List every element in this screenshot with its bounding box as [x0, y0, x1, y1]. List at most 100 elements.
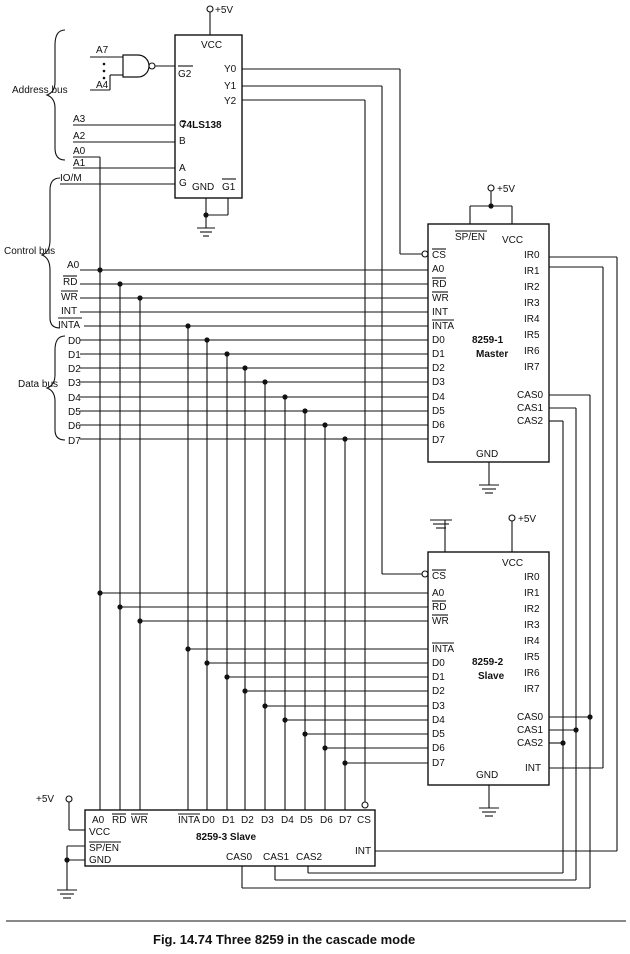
data-line-d4: D4	[68, 393, 81, 404]
data-bus-brace	[45, 335, 66, 441]
slave3-pin-d1: D1	[222, 815, 235, 826]
slave3-pin-d4: D4	[281, 815, 294, 826]
slave2-pin-ir5: IR5	[524, 652, 540, 663]
slave3-pin-cas1: CAS1	[263, 852, 290, 863]
slave2-pin-d7: D7	[432, 758, 445, 769]
master-pin-ir3: IR3	[524, 298, 540, 309]
master-sp-en-pin: SP/EN	[455, 232, 485, 243]
master-pin-ir4: IR4	[524, 314, 540, 325]
master-pin-ir1: IR1	[524, 266, 540, 277]
slave2-pin-ir2: IR2	[524, 604, 540, 615]
data-line-d0: D0	[68, 336, 81, 347]
master-pin-d4: D4	[432, 392, 445, 403]
slave2-pin-ir3: IR3	[524, 620, 540, 631]
slave2-pin-rd: RD	[432, 602, 446, 613]
slave3-pin-int: INT	[355, 846, 371, 857]
slave3-pin-cas0: CAS0	[226, 852, 253, 863]
master-pin-cas2: CAS2	[517, 416, 544, 427]
slave3-pin-sp-en: SP/EN	[89, 843, 119, 854]
slave3-pin-rd: RD	[112, 815, 126, 826]
ctrl-line-int: INT	[61, 306, 77, 317]
slave2-pin-cas1: CAS1	[517, 725, 544, 736]
master-pin-d6: D6	[432, 420, 445, 431]
slave2-role: Slave	[478, 671, 505, 682]
slave2-pin-cas2: CAS2	[517, 738, 544, 749]
address-bus-brace	[45, 29, 66, 161]
data-line-d2: D2	[68, 364, 81, 375]
decoder-vcc-pin: VCC	[201, 40, 222, 51]
addr-line-a0: A0	[73, 146, 86, 157]
slave3-pin-d0: D0	[202, 815, 215, 826]
master-vcc-pin: VCC	[502, 235, 523, 246]
master-pin-ir6: IR6	[524, 346, 540, 357]
slave2-pin-d4: D4	[432, 715, 445, 726]
slave3-pin-gnd: GND	[89, 855, 111, 866]
ctrl-line-inta: INTA	[58, 320, 80, 331]
slave2-chip	[427, 551, 550, 786]
master-pin-a0: A0	[432, 264, 445, 275]
decoder-g1-pin: G1	[222, 182, 236, 193]
slave2-pin-cs: CS	[432, 571, 446, 582]
master-pin-d7: D7	[432, 435, 445, 446]
decoder-name: 74LS138	[181, 120, 222, 131]
ctrl-line-rd: RD	[63, 277, 77, 288]
addr-line-a4: A4	[96, 80, 109, 91]
slave2-pin-ir4: IR4	[524, 636, 540, 647]
slave3-pin-d2: D2	[241, 815, 254, 826]
slave2-pin-inta: INTA	[432, 644, 454, 655]
decoder-b-pin: B	[179, 136, 186, 147]
data-line-d3: D3	[68, 378, 81, 389]
slave2-pin-ir6: IR6	[524, 668, 540, 679]
data-line-d1: D1	[68, 350, 81, 361]
addr-line-a3: A3	[73, 114, 86, 125]
slave2-pin-int: INT	[525, 763, 541, 774]
slave2-pin-ir0: IR0	[524, 572, 540, 583]
slave2-pin-d6: D6	[432, 743, 445, 754]
addr-line-a1: A1	[73, 158, 86, 169]
decoder-y2-pin: Y2	[224, 96, 237, 107]
master-name: 8259-1	[472, 335, 504, 346]
slave2-pin-d3: D3	[432, 701, 445, 712]
master-pin-ir5: IR5	[524, 330, 540, 341]
master-gnd-pin: GND	[476, 449, 498, 460]
master-pin-int: INT	[432, 307, 448, 318]
decoder-g2-pin: G2	[178, 69, 192, 80]
control-bus-label: Control bus	[4, 246, 55, 257]
data-line-d6: D6	[68, 421, 81, 432]
slave3-pin-d7: D7	[339, 815, 352, 826]
decoder-c-pin: C	[179, 119, 186, 130]
master-role: Master	[476, 349, 508, 360]
master-pin-d1: D1	[432, 349, 445, 360]
slave2-pin-d0: D0	[432, 658, 445, 669]
slave3-pin-vcc: VCC	[89, 827, 110, 838]
master-pin-d0: D0	[432, 335, 445, 346]
slave3-pin-d5: D5	[300, 815, 313, 826]
data-line-d5: D5	[68, 407, 81, 418]
slave2-left-pins: CS A0 RD WR INTA D0 D1 D2 D3 D4 D5 D6 D7	[432, 569, 454, 769]
master-pin-cs: CS	[432, 250, 446, 261]
master-chip	[427, 223, 550, 463]
master-pin-rd: RD	[432, 279, 446, 290]
master-right-pins: IR0 IR1 IR2 IR3 IR4 IR5 IR6 IR7 CAS0 CAS…	[517, 250, 544, 427]
slave2-gnd-pin: GND	[476, 770, 498, 781]
slave3-chip	[84, 809, 376, 867]
slave3-pin-d6: D6	[320, 815, 333, 826]
slave2-pin-wr: WR	[432, 616, 449, 627]
master-pin-inta: INTA	[432, 321, 454, 332]
slave3-top-pins: A0 RD WR INTA D0 D1 D2 D3 D4 D5 D6 D7 CS	[92, 813, 371, 826]
figure-caption: Fig. 14.74 Three 8259 in the cascade mod…	[153, 932, 415, 947]
addr-line-a7: A7	[96, 45, 109, 56]
decoder-g-pin: G	[179, 178, 187, 189]
slave3-pin-a0: A0	[92, 815, 105, 826]
addr-line-a2: A2	[73, 131, 86, 142]
slave2-name: 8259-2	[472, 657, 504, 668]
addr-line-io-m: IO/M	[60, 173, 82, 184]
slave3-bottom-pins: CAS0 CAS1 CAS2	[226, 852, 323, 863]
master-pin-wr: WR	[432, 293, 449, 304]
slave3-pin-cs: CS	[357, 815, 371, 826]
slave3-supply: +5V	[36, 794, 54, 805]
master-pin-ir7: IR7	[524, 362, 540, 373]
master-pin-d5: D5	[432, 406, 445, 417]
slave2-pin-d5: D5	[432, 729, 445, 740]
decoder-chip	[174, 34, 243, 199]
